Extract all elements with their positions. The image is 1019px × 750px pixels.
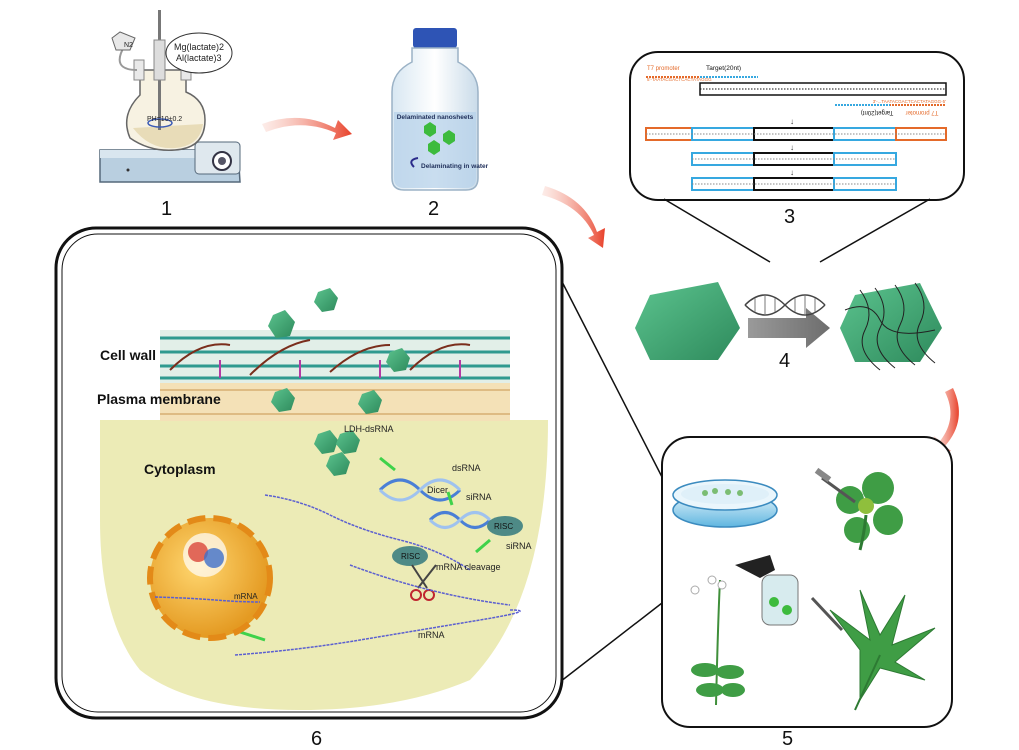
step-number-5: 5 — [782, 728, 793, 750]
step-number-3: 3 — [784, 206, 795, 228]
n2-label: N2 — [124, 42, 133, 49]
arrow-step1-to-step2 — [262, 117, 352, 140]
step-number-4: 4 — [779, 350, 790, 372]
target-right-label: Target(20nt) — [861, 109, 893, 115]
reagent-mg-label: Mg(lactate)2 — [174, 42, 224, 52]
seq-right: 3'-...TAATACGACTCACTATAGGG-5' — [873, 99, 946, 104]
dicer-label: Dicer — [427, 485, 448, 495]
svg-text:↓: ↓ — [790, 168, 794, 177]
step5-panel — [661, 436, 953, 728]
ldh-dsrna-label: LDH-dsRNA — [344, 424, 394, 434]
arrow-step4-to-step5 — [930, 388, 959, 455]
svg-text:↓: ↓ — [790, 143, 794, 152]
step-number-6: 6 — [311, 728, 322, 750]
sirna-label-2: siRNA — [506, 541, 532, 551]
bottle-note: Delaminating in water — [421, 163, 489, 170]
step2-bottle-illustration — [391, 28, 479, 191]
svg-text:↓: ↓ — [790, 117, 794, 126]
sirna-label-1: siRNA — [466, 492, 492, 502]
risc-label-2: RISC — [401, 552, 420, 561]
seq-left: 5'-TAATACGACTCACTATAGGG — [647, 77, 712, 82]
ph-label: PH=10±0.2 — [147, 116, 182, 123]
t7-promoter-left: T7 promoter — [647, 66, 680, 72]
cell-wall-label: Cell wall — [100, 347, 156, 363]
step-number-2: 2 — [428, 198, 439, 220]
step4-illustration — [635, 282, 942, 371]
risc-label-1: RISC — [494, 522, 513, 531]
reagent-al-label: Al(lactate)3 — [176, 53, 222, 63]
mrna-bottom-label: mRNA — [418, 630, 445, 640]
mrna-cleavage-label: mRNA cleavage — [436, 562, 501, 572]
bottle-label: Delaminated nanosheets — [397, 114, 474, 121]
t7-promoter-right: T7 promoter — [906, 109, 939, 115]
arrow-step2-to-step4 — [542, 186, 605, 248]
step6-panel — [54, 226, 564, 720]
arrow-step4-load — [748, 308, 830, 348]
step-number-1: 1 — [161, 198, 172, 220]
connector-top — [555, 269, 663, 478]
dsrna-label: dsRNA — [452, 463, 481, 473]
mrna-nucleus-label: mRNA — [234, 592, 258, 601]
cytoplasm-label: Cytoplasm — [144, 461, 216, 477]
step3-panel: ↓ ↓ ↓ — [629, 51, 965, 263]
plasma-membrane-label: Plasma membrane — [97, 391, 221, 407]
connector-bottom — [555, 602, 663, 686]
target-top-label: Target(20nt) — [706, 65, 741, 72]
step1-reactor-illustration — [99, 10, 241, 183]
